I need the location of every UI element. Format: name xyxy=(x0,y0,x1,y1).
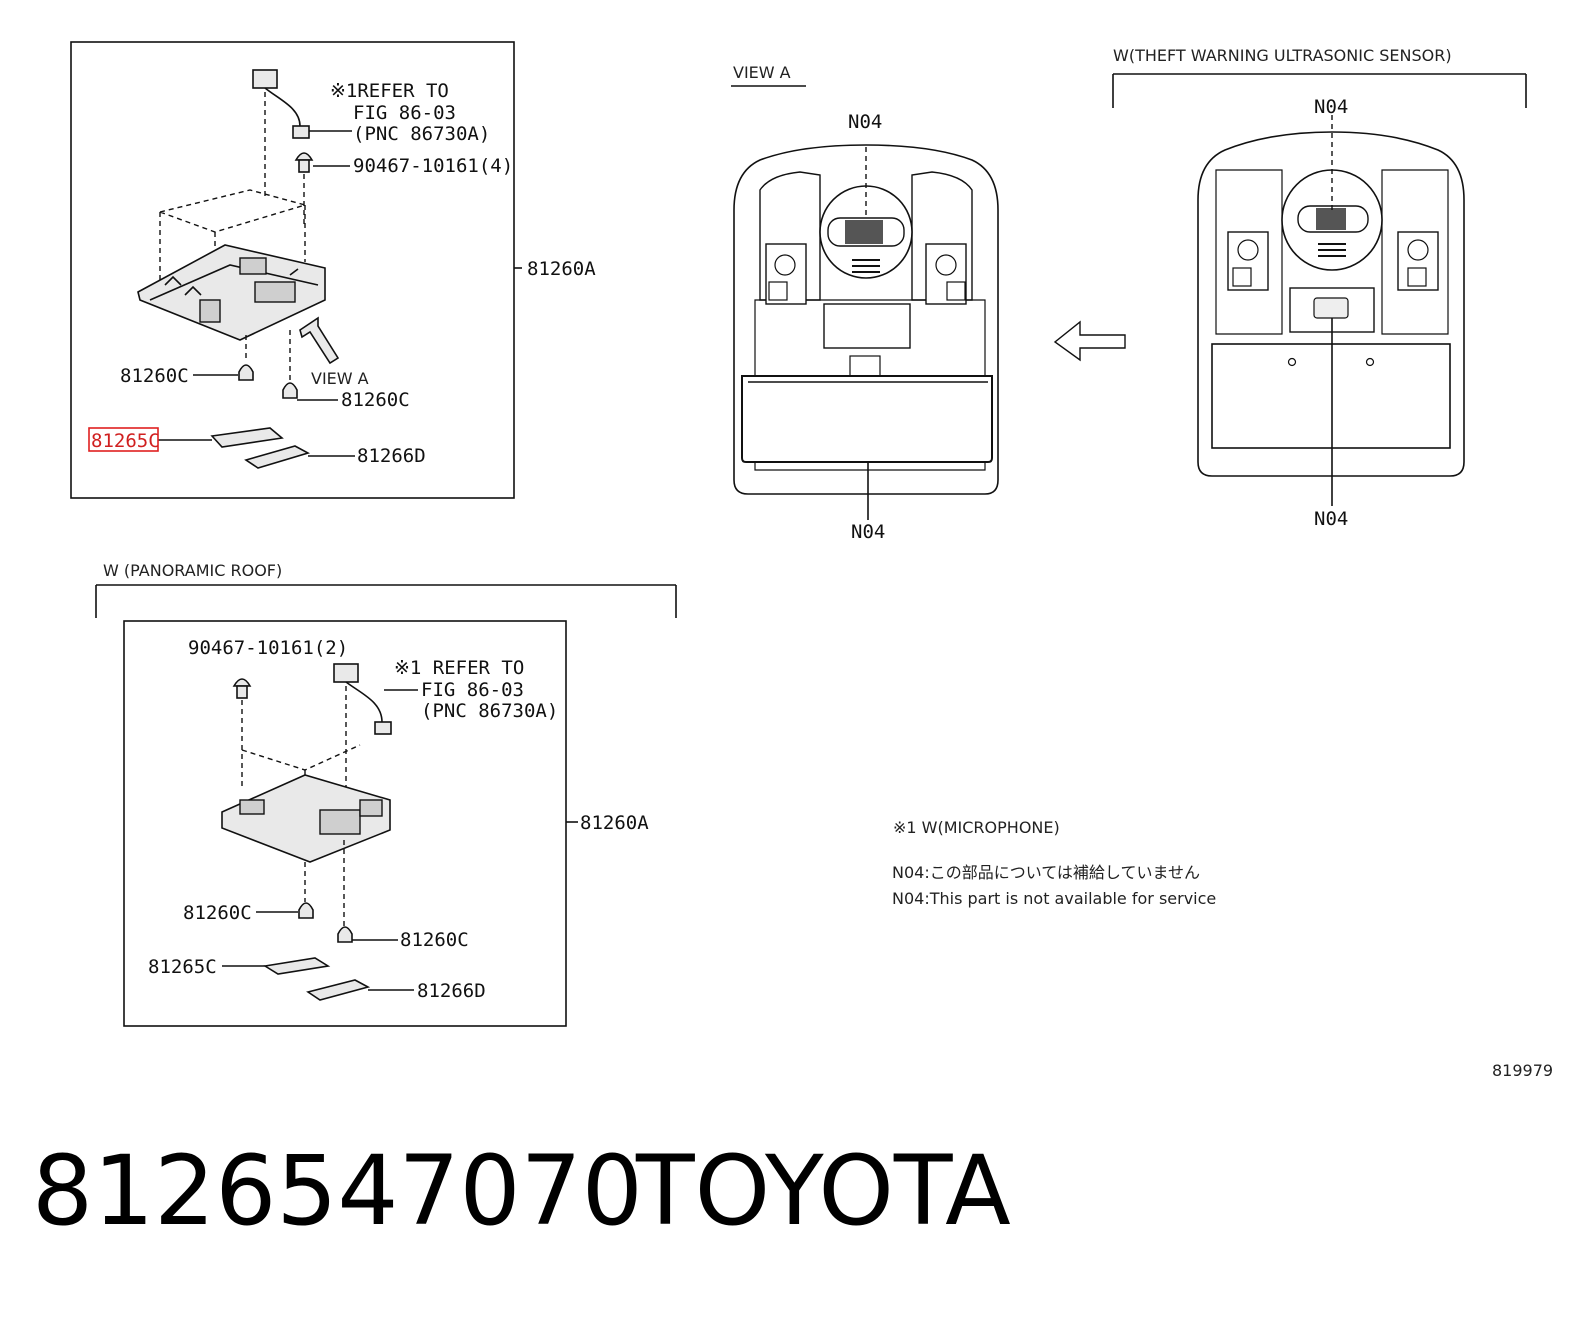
main-refer-line-3: (PNC 86730A) xyxy=(353,123,490,145)
theft-view-title: W(THEFT WARNING ULTRASONIC SENSOR) xyxy=(1113,46,1452,65)
panoramic-clip-left xyxy=(298,902,314,919)
view-a: VIEW A N04 N04 xyxy=(731,63,999,543)
main-view-arrow-label: VIEW A xyxy=(311,369,369,388)
panoramic-clip-right xyxy=(337,926,353,943)
theft-view: W(THEFT WARNING ULTRASONIC SENSOR) N04 N… xyxy=(1112,46,1527,530)
panoramic-diagram: W (PANORAMIC ROOF) 90467-10161(2) ※1 xyxy=(95,561,677,1027)
panoramic-refer-line-3: (PNC 86730A) xyxy=(421,700,558,722)
panoramic-part-81265c xyxy=(262,957,331,975)
direction-arrow-icon xyxy=(1053,320,1126,362)
main-assembly-label: 81260A xyxy=(527,258,596,280)
main-diagram: ※1REFER TO FIG 86-03 (PNC 86730A) 90467-… xyxy=(70,41,596,499)
panoramic-clip-left-label: 81260C xyxy=(183,902,252,924)
note-microphone: ※1 W(MICROPHONE) xyxy=(893,818,1060,837)
part-81265c xyxy=(210,427,284,448)
part-number: 8126547070 xyxy=(32,1135,643,1247)
main-lens-label: 81266D xyxy=(357,445,426,467)
clip-left xyxy=(238,364,254,381)
highlighted-part-label[interactable]: 81265C xyxy=(91,430,160,452)
figure-number: 819979 xyxy=(1492,1061,1553,1080)
theft-view-bottom-label: N04 xyxy=(1314,508,1348,530)
connector-wire xyxy=(252,69,352,200)
note-jp: N04:この部品については補給していません xyxy=(892,863,1200,882)
panoramic-lens-label: 81266D xyxy=(417,980,486,1002)
main-refer-line-1: ※1REFER TO xyxy=(330,80,449,102)
panoramic-screw-label: 90467-10161(2) xyxy=(188,637,348,659)
view-a-top-label: N04 xyxy=(848,111,882,133)
panoramic-title: W (PANORAMIC ROOF) xyxy=(103,561,282,580)
panoramic-assembly xyxy=(221,774,391,863)
theft-view-top-label: N04 xyxy=(1314,96,1348,118)
panoramic-clip-right-label: 81260C xyxy=(400,929,469,951)
view-a-bottom-label: N04 xyxy=(851,521,885,543)
notes: ※1 W(MICROPHONE) N04:この部品については補給していません N… xyxy=(892,818,1553,1080)
highlight-box xyxy=(88,427,159,452)
assembly-81260a xyxy=(137,244,326,341)
lens-81266d xyxy=(244,445,311,469)
view-a-title: VIEW A xyxy=(733,63,791,82)
brand-name: TOYOTA xyxy=(636,1135,1011,1247)
panoramic-lens-81266d xyxy=(306,979,371,1001)
panoramic-assembly-label: 81260A xyxy=(580,812,649,834)
main-screw-label: 90467-10161(4) xyxy=(353,155,513,177)
main-frame xyxy=(70,41,515,499)
main-clip-right-label: 81260C xyxy=(341,389,410,411)
screw-part xyxy=(294,152,350,225)
main-refer-line-2: FIG 86-03 xyxy=(353,102,456,124)
panoramic-refer-line-1: ※1 REFER TO xyxy=(394,657,524,679)
main-clip-left-label: 81260C xyxy=(120,365,189,387)
note-en: N04:This part is not available for servi… xyxy=(892,889,1216,908)
panoramic-refer-line-2: FIG 86-03 xyxy=(421,679,524,701)
view-arrow xyxy=(299,316,340,365)
panoramic-part-label: 81265C xyxy=(148,956,217,978)
clip-right xyxy=(282,382,298,399)
